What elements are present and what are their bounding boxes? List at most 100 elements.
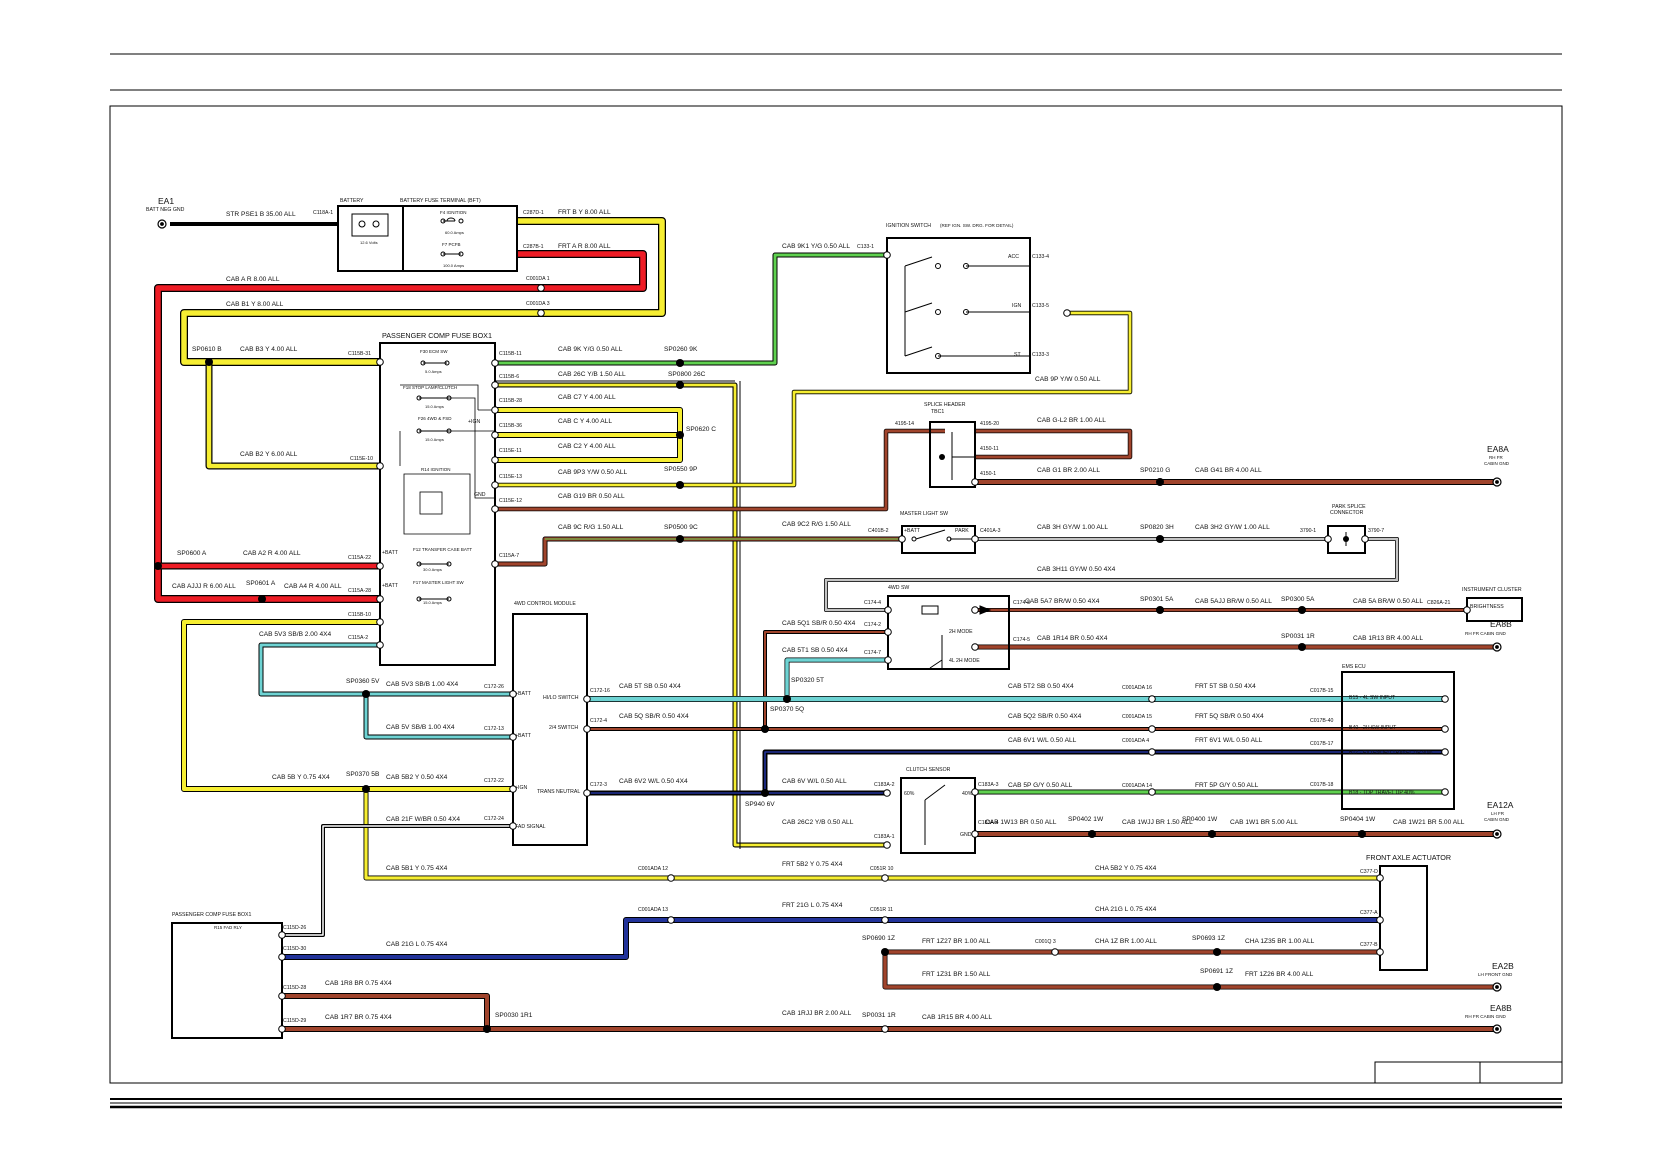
wire-label: CAB G19 BR 0.50 ALL: [558, 493, 625, 500]
pcfb-f3r: 15.0 Amps: [425, 437, 444, 442]
connector-label: C377-D: [1360, 869, 1378, 875]
faa-name: FRONT AXLE ACTUATOR: [1366, 853, 1451, 862]
wire-label: CAB 1W1 BR 5.00 ALL: [1230, 819, 1298, 826]
wire-label: CAB 5V3 SB/B 1.00 4X4: [386, 681, 459, 688]
wire-label: FRT 1Z31 BR 1.50 ALL: [922, 971, 991, 978]
ground-terminal-icon: [1492, 829, 1502, 839]
splice-label: SP0620 C: [686, 426, 716, 433]
wire-label: STR PSE1 B 35.00 ALL: [226, 211, 296, 218]
connector-label: C287D-1: [523, 210, 544, 216]
wire-label: CAB 3H11 GY/W 0.50 4X4: [1037, 566, 1116, 573]
ignsw-st: ST: [1014, 352, 1021, 358]
splice-label: SP0360 5V: [346, 678, 380, 685]
ic-pin: BRIGHTNESS: [1470, 604, 1504, 610]
wire-label: FRT A R 8.00 ALL: [558, 243, 611, 250]
connector-label: C183A-3: [978, 782, 999, 788]
wire-labels: STR PSE1 B 35.00 ALL FRT B Y 8.00 ALL FR…: [172, 209, 1465, 1021]
pcfb-f5: F17 MASTER LIGHT SW: [413, 580, 464, 585]
pcfb-f5r: 15.0 Amps: [423, 600, 442, 605]
bft-label: BATTERY FUSE TERMINAL (BFT): [400, 198, 481, 204]
wire-label: CAB G-L2 BR 1.00 ALL: [1037, 417, 1106, 424]
connector-label: C115D-29: [283, 1018, 306, 1024]
clutch-sensor-box: [900, 777, 976, 854]
connector-label: C115D-30: [283, 946, 306, 952]
connector-label: C017B-17: [1310, 741, 1333, 747]
connector-label: C172-16: [590, 688, 610, 694]
bft-f1: F4 IGNITION: [440, 210, 467, 215]
connector-label: C172-24: [484, 816, 504, 822]
connector-label: C001ADA 4: [1122, 738, 1149, 744]
wire-label: CAB 5P G/Y 0.50 ALL: [1008, 782, 1073, 789]
wire-label: CAB 5AJJ BR/W 0.50 ALL: [1195, 598, 1272, 605]
tbc1-id: TBC1: [931, 409, 944, 415]
connector-label: C115E-10: [350, 456, 373, 462]
splice-label: SP0370 5Q: [770, 706, 804, 713]
splice-label: SP0693 1Z: [1192, 935, 1225, 942]
ignsw-ign: IGN: [1012, 303, 1021, 309]
wire-label: CAB 5Q2 SB/R 0.50 4X4: [1008, 713, 1082, 720]
connector-label: 4195-14: [895, 421, 914, 427]
connector-label: C017B-40: [1310, 718, 1333, 724]
wire-label: CAB A R 8.00 ALL: [226, 276, 280, 283]
wire-label: CAB 5A7 BR/W 0.50 4X4: [1025, 598, 1100, 605]
wire-label: CAB 21F W/BR 0.50 4X4: [386, 816, 460, 823]
connector-label: C001ADA 15: [1122, 714, 1152, 720]
connector-label: C133-3: [1032, 352, 1049, 358]
tbc1-box: [929, 421, 976, 488]
wire-label: FRT 5T SB 0.50 4X4: [1195, 683, 1256, 690]
psc-name2: CONNECTOR: [1330, 510, 1364, 516]
ignition-switch-box: [886, 237, 1031, 374]
cm4wd-p7: FAD SIGNAL: [515, 824, 546, 830]
mls-batt: +BATT: [904, 528, 921, 534]
wire-label: CAB 1R15 BR 4.00 ALL: [922, 1014, 992, 1021]
splice-label: SP0031 1R: [862, 1012, 896, 1019]
wire-label: CAB B3 Y 4.00 ALL: [240, 346, 298, 353]
ground-terminal-icon: [1492, 982, 1502, 992]
mls-label: MASTER LIGHT SW: [900, 511, 948, 517]
splice-label: SP0210 G: [1140, 467, 1170, 474]
wire-label: CAB 5Q SB/R 0.50 4X4: [619, 713, 689, 720]
wire-label: CAB 9P Y/W 0.50 ALL: [1035, 376, 1101, 383]
wire-label: CAB 26C2 Y/B 0.50 ALL: [782, 819, 854, 826]
wire-label: CAB 1R13 BR 4.00 ALL: [1353, 635, 1423, 642]
connector-label: C001ADA 14: [1122, 783, 1152, 789]
pcfb2-name: PASSENGER COMP FUSE BOX1: [172, 912, 251, 918]
splice-labels: SP0260 9K SP0800 26C SP0620 C SP0550 9P …: [177, 346, 1376, 1019]
connector-dots: [278, 251, 1471, 1033]
connector-label: C115A-28: [348, 588, 371, 594]
splice-label: SP0300 5A: [1281, 596, 1315, 603]
connector-label: C287B-1: [523, 244, 544, 250]
wire-label: CHA 1Z BR 1.00 ALL: [1095, 938, 1157, 945]
wire-label: CAB 5T1 SB 0.50 4X4: [782, 647, 848, 654]
connector-label: C115B-31: [348, 351, 371, 357]
mls-park: PARK: [955, 528, 969, 534]
wire-label: CAB AJJJ R 6.00 ALL: [172, 583, 236, 590]
symbols: [157, 217, 1502, 1034]
pcfb-batt2: +BATT: [382, 583, 399, 589]
connector-label: C174-7: [864, 650, 881, 656]
connector-label: C115E-12: [499, 498, 522, 504]
connector-label: C001ADA 12: [638, 866, 668, 872]
connector-label: C115B-11: [499, 351, 522, 357]
connector-label: C172-22: [484, 778, 504, 784]
battery-box: [337, 205, 404, 272]
faa-box: [1379, 865, 1428, 971]
connector-label: C115A-22: [348, 555, 371, 561]
connector-label: C001DA 1: [526, 276, 550, 282]
wire-label: CAB 1W21 BR 5.00 ALL: [1393, 819, 1465, 826]
ea8b-desc: RH FR CABIN GND: [1465, 631, 1507, 636]
wire-label: CAB 1RJJ BR 2.00 ALL: [782, 1010, 852, 1017]
connector-label: C401B-2: [868, 528, 889, 534]
connector-label: C174-5: [1013, 637, 1030, 643]
connector-label: C115D-26: [283, 925, 306, 931]
wire-label: CAB C Y 4.00 ALL: [558, 418, 612, 425]
wire-label: CAB 1R14 BR 0.50 4X4: [1037, 635, 1108, 642]
ea2b-desc: LH FRONT GND: [1478, 972, 1513, 977]
wire-label: CAB 9C R/G 1.50 ALL: [558, 524, 624, 531]
wire-label: FRT 5P G/Y 0.50 ALL: [1195, 782, 1259, 789]
connector-label: C183A-4: [978, 820, 999, 826]
connector-label: C001DA 3: [526, 301, 550, 307]
connector-label: C017B-15: [1310, 688, 1333, 694]
sw4wd-name: 4WD SW: [888, 585, 909, 591]
